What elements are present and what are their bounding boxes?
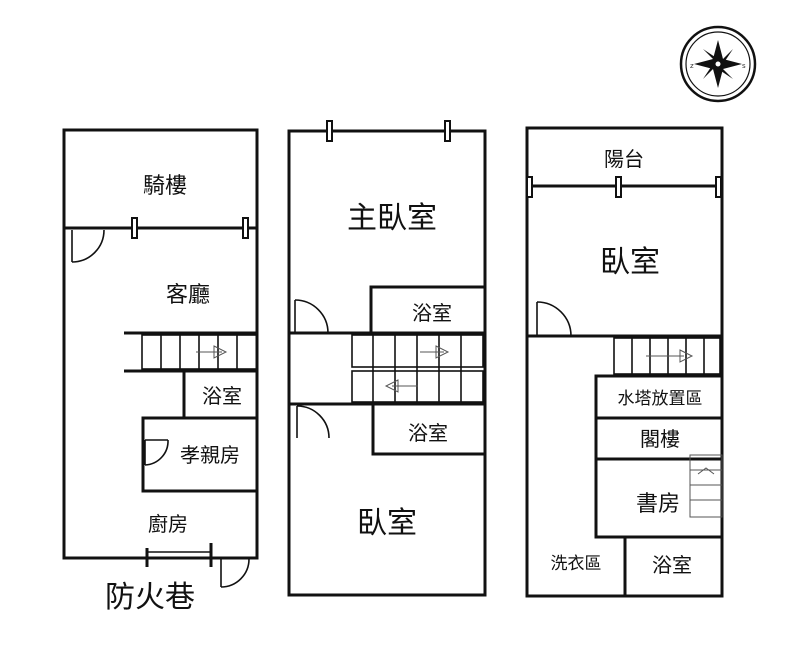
- compass-east-mark: s: [742, 62, 746, 70]
- window-mark: [526, 176, 533, 198]
- room-label-living-room: 客廳: [166, 283, 210, 308]
- door-icon: [296, 405, 330, 439]
- floor-2: 主臥室 浴室 浴室 臥室: [287, 120, 487, 597]
- room-label-laundry-area: 洗衣區: [551, 554, 602, 574]
- room-label-water-tower-area: 水塔放置區: [618, 389, 703, 409]
- room-label-bedroom-2: 臥室: [357, 506, 417, 541]
- bathroom-2b-walls: [371, 402, 487, 456]
- room-label-bathroom-3: 浴室: [652, 553, 692, 577]
- floor-1: 騎樓 客廳 浴室 孝親房 廚房: [62, 128, 259, 588]
- room-label-bathroom-2a: 浴室: [412, 301, 452, 325]
- room-label-bathroom-1: 浴室: [202, 384, 242, 408]
- room-label-master-bedroom: 主臥室: [347, 201, 437, 236]
- room-label-family-room: 孝親房: [180, 443, 240, 467]
- room-label-bedroom-3: 臥室: [600, 245, 660, 280]
- door-icon: [144, 439, 169, 466]
- door-icon: [71, 229, 105, 263]
- floor-3-outline: [525, 126, 724, 598]
- room-label-arcade: 騎樓: [143, 174, 187, 199]
- window-mark: [444, 120, 451, 142]
- door-icon: [220, 558, 250, 588]
- ladder-icon: [689, 454, 723, 518]
- label-fire-alley: 防火巷: [105, 580, 195, 615]
- compass-west-mark: z: [690, 62, 694, 70]
- room-label-kitchen: 廚房: [148, 512, 188, 536]
- window-mark: [326, 120, 333, 142]
- compass-icon: z s: [679, 25, 757, 103]
- door-icon: [536, 301, 572, 337]
- room-label-attic: 閣樓: [640, 427, 680, 451]
- window-mark: [242, 217, 249, 239]
- window-mark: [715, 176, 722, 198]
- family-room-walls: [141, 416, 259, 493]
- floor-3: 陽台 臥室 水塔放置區 閣樓 書房 洗衣區 浴室: [525, 126, 724, 598]
- door-icon: [294, 299, 329, 334]
- room-label-study: 書房: [636, 492, 680, 517]
- room-label-balcony: 陽台: [604, 147, 644, 171]
- window-mark: [131, 217, 138, 239]
- staircase-2: [351, 334, 484, 403]
- staircase-3: [613, 337, 721, 375]
- staircase-1: [124, 331, 258, 373]
- room-label-bathroom-2b: 浴室: [408, 421, 448, 445]
- window-mark: [615, 176, 622, 198]
